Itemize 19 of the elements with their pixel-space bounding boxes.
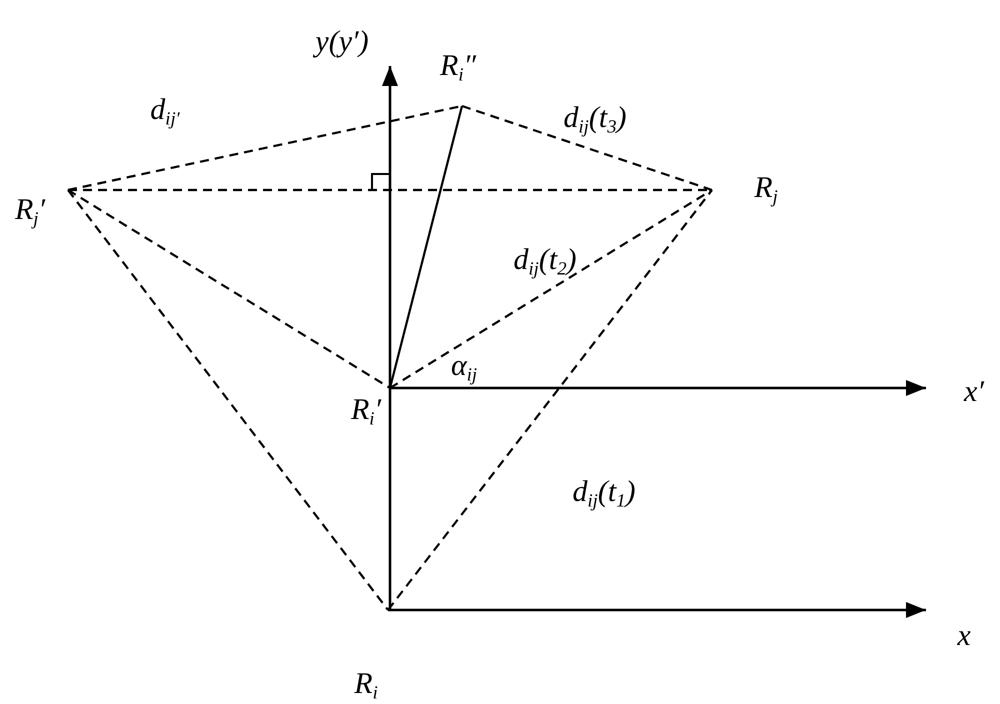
point-label: R$_{i}$′	[350, 394, 382, 430]
distance-label: d$_{ij}$(t$_{1}$)	[572, 476, 636, 512]
point-label: R$_{j}$′	[14, 194, 46, 230]
point-label: R$_{j}$	[754, 172, 778, 208]
dashed-line	[387, 189, 713, 611]
distance-label: d$_{ij′}$	[150, 94, 180, 130]
angle-label: α$_{ij}$	[450, 350, 478, 386]
point-label: R$_{i}$	[354, 668, 378, 704]
axis-label: y(y′)	[315, 27, 369, 57]
dashed-line	[67, 189, 391, 389]
dashed-line	[462, 104, 712, 192]
distance-label: d$_{ij}$(t$_{3}$)	[564, 102, 626, 138]
dashed-line	[389, 189, 713, 389]
axis-label: x	[957, 621, 971, 651]
line	[388, 106, 464, 388]
point-label: R$_{i}$″	[440, 50, 476, 86]
distance-label: d$_{ij}$(t$_{2}$)	[514, 244, 576, 280]
dashed-line	[67, 189, 389, 611]
axis-label: x′	[964, 377, 984, 407]
